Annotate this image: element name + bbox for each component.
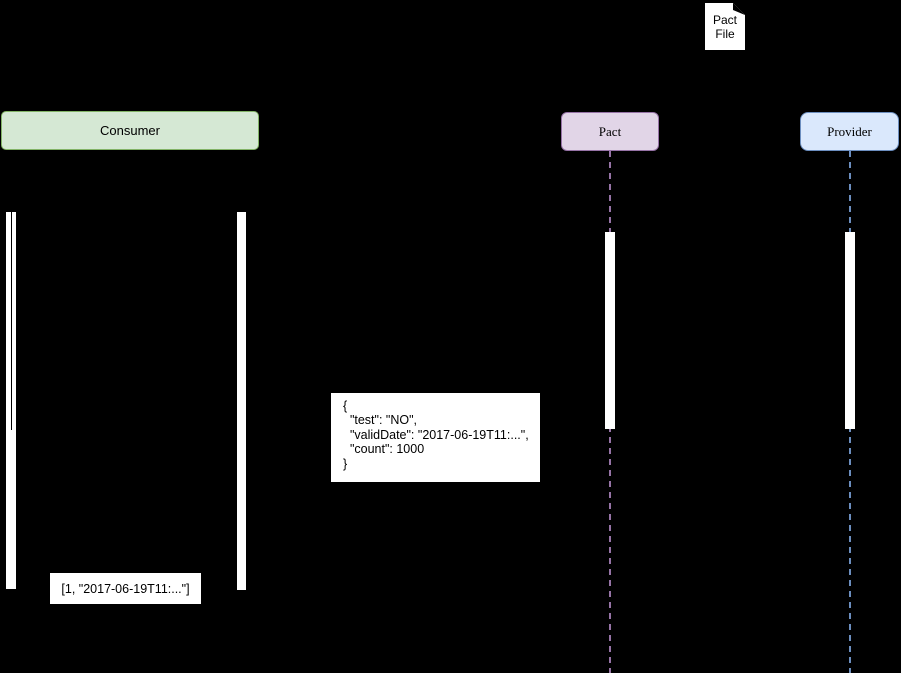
- actor-label-provider: Provider: [827, 123, 872, 139]
- activation-bar-provider: [845, 232, 855, 429]
- nested-activation-seam: [10, 212, 12, 430]
- activation-bar-pact: [605, 232, 615, 429]
- actor-label-consumer: Consumer: [100, 123, 160, 138]
- actor-box-provider: Provider: [800, 112, 899, 151]
- json-line: "test": "NO",: [343, 413, 418, 428]
- json-line: "validDate": "2017-06-19T11:...",: [343, 427, 529, 442]
- json-line: }: [343, 456, 348, 471]
- array-payload-text: [1, "2017-06-19T11:..."]: [61, 581, 190, 596]
- actor-box-consumer: Consumer: [1, 111, 259, 150]
- json-line: "count": 1000: [343, 442, 425, 457]
- json-payload-note: { "test": "NO", "validDate": "2017-06-19…: [331, 393, 540, 482]
- json-line: {: [343, 399, 348, 413]
- array-payload-note: [1, "2017-06-19T11:..."]: [50, 573, 201, 604]
- activation-bar-consumer-right: [237, 212, 246, 590]
- actor-box-pact: Pact: [561, 112, 659, 151]
- actor-label-pact: Pact: [598, 123, 622, 139]
- pact-file-label: Pact File: [712, 12, 737, 41]
